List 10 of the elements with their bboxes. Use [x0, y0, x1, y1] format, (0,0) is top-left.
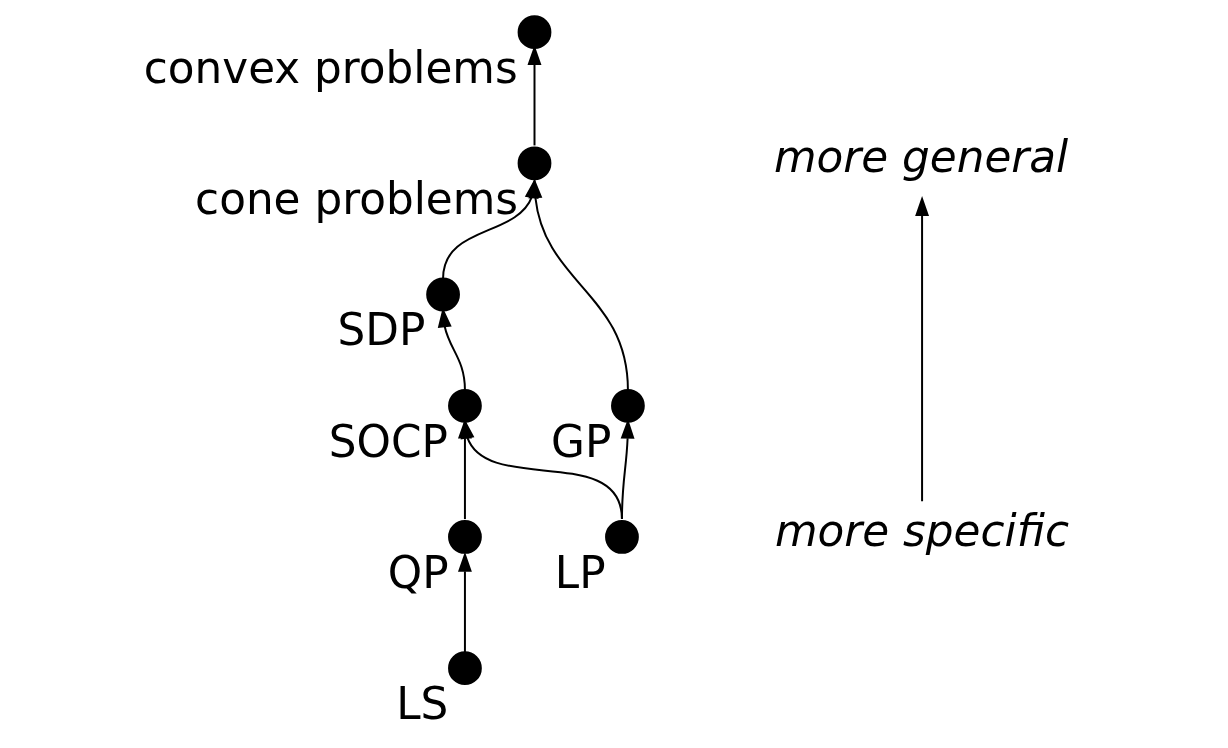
- node-label: LP: [554, 546, 606, 598]
- node-label: SDP: [337, 304, 425, 356]
- node-label: QP: [387, 546, 449, 598]
- node-text: more general: [773, 131, 1068, 183]
- node-label: LS: [395, 678, 448, 730]
- node-label: convex problems: [143, 42, 518, 94]
- node-label: GP: [550, 415, 611, 467]
- node-label: cone problems: [194, 173, 518, 225]
- node-text: more specific: [774, 505, 1069, 557]
- node-label: SOCP: [328, 415, 448, 467]
